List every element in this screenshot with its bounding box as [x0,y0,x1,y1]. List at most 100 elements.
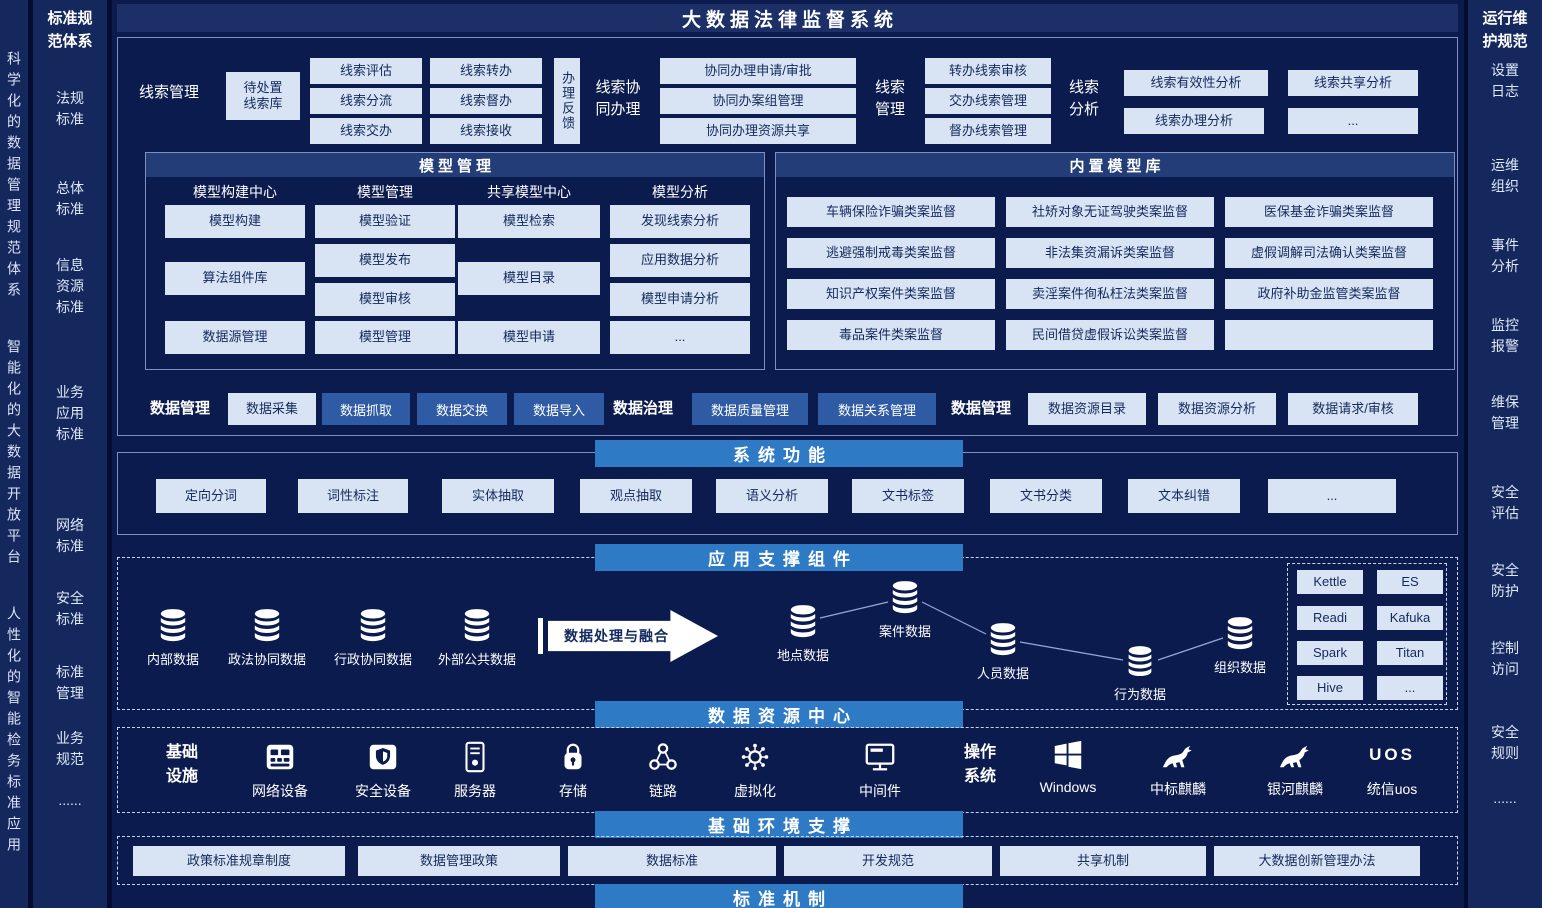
ops-rail-item: 控制访问 [1491,640,1519,677]
policy-item: 数据标准 [568,846,776,876]
kirin-icon [1158,738,1198,772]
clue-item: 交办线索管理 [925,88,1051,114]
model-item: 模型管理 [315,321,455,354]
model-lib-item: 医保基金诈骗类案监督 [1225,197,1433,227]
arrow-tail [538,618,543,654]
tool-item: Titan [1377,641,1443,665]
ops-rail-item: 监控报警 [1491,317,1519,354]
model-lib-item: 逃避强制戒毒类案监督 [787,238,995,268]
data-center-bar: 数据资源中心 [595,701,963,728]
tool-item: Spark [1297,641,1363,665]
clue-analysis-label: 线索分析 [1068,79,1099,118]
ops-rail-item: 安全防护 [1491,562,1519,599]
clue-item: 线索评估 [310,58,422,84]
model-item: 模型验证 [315,205,455,238]
infra-item: 网络设备 [246,740,314,801]
policy-item: 数据管理政策 [358,846,560,876]
standards-rail-item: 业务规范 [56,730,84,767]
top-section-frame [117,37,1458,436]
virtualization-icon [738,740,772,774]
os-item-label: 统信uos [1366,781,1418,797]
data-mgmt-label: 数据管理 [149,400,210,418]
sysfunc-item: ... [1268,479,1396,513]
model-item: 模型申请 [458,321,600,354]
security-device-icon [366,740,400,774]
database-icon [988,622,1018,656]
os-item: 银河麒麟 [1257,738,1333,799]
os-item: 中标麒麟 [1140,738,1216,799]
data-mgmt-item: 数据导入 [514,393,604,425]
source-db: 政法协同数据 [225,608,309,668]
clue-item: 协同办案组管理 [660,88,856,114]
model-item: ... [610,321,750,354]
tool-item: Kafuka [1377,606,1443,630]
standards-rail-item: 总体标准 [56,180,84,217]
target-db: 地点数据 [763,604,843,664]
ops-rail-title: 运行维护规范 [1482,10,1528,50]
database-icon [788,604,818,638]
db-label: 政法协同数据 [227,652,306,667]
database-icon [1225,616,1255,650]
mechanism-bar: 标准机制 [595,884,963,908]
db-connector-lines [819,601,1224,661]
storage-icon [556,740,590,774]
infra-item: 服务器 [443,740,507,801]
infra-item: 安全设备 [349,740,417,801]
database-icon [462,608,492,642]
data-mgmt2-label: 数据管理 [950,400,1011,418]
model-library-header: 内置模型库 [776,153,1454,177]
model-lib-item [1225,320,1433,350]
app-support-bar: 应用支撑组件 [595,544,963,571]
data-mgmt-item: 数据请求/审核 [1288,393,1418,425]
model-item: 模型审核 [315,283,455,316]
model-item: 模型申请分析 [610,283,750,316]
tool-item: Hive [1297,676,1363,700]
standards-rail-item: 安全标准 [56,590,84,627]
model-lib-item: 政府补助金监管类案监督 [1225,279,1433,309]
infra-item-label: 网络设备 [252,783,308,799]
db-label: 内部数据 [146,652,199,667]
model-item: 模型构建 [165,205,305,238]
standards-rail-item: 信息资源标准 [56,257,84,315]
model-lib-item: 虚假调解司法确认类案监督 [1225,238,1433,268]
clue-item: 线索交办 [310,118,422,144]
infra-item-label: 服务器 [454,783,496,799]
database-icon [1126,645,1154,677]
db-label: 地点数据 [776,648,829,663]
sysfunc-item: 语义分析 [716,479,828,513]
ops-rail-item: 维保管理 [1491,394,1519,431]
clue-item: 协同办理资源共享 [660,118,856,144]
model-item: 模型目录 [458,262,600,295]
infra-item-label: 中间件 [859,783,901,799]
clue-item: 线索有效性分析 [1124,70,1268,96]
sysfunc-item: 定向分词 [156,479,266,513]
model-item: 发现线索分析 [610,205,750,238]
clue-item: 线索转办 [430,58,542,84]
ops-rail-item: 设置日志 [1491,62,1519,99]
db-label: 组织数据 [1213,660,1266,675]
os-item-label: Windows [1039,779,1097,795]
ops-rail-item: 安全规则 [1491,724,1519,761]
database-icon [890,580,920,614]
source-db: 内部数据 [131,608,215,668]
ops-rail-item: ...... [1493,790,1517,806]
database-icon [252,608,282,642]
tool-item: Kettle [1297,570,1363,594]
data-mgmt-item: 数据质量管理 [692,393,808,425]
data-mgmt-item: 数据关系管理 [818,393,936,425]
db-label: 外部公共数据 [437,652,516,667]
db-label: 行政协同数据 [333,652,412,667]
os-item-label: 中标麒麟 [1150,781,1206,797]
source-db: 外部公共数据 [435,608,519,668]
standards-rail-item: ...... [58,792,82,808]
model-item: 数据源管理 [165,321,305,354]
clue-manage2-label: 线索管理 [874,79,905,118]
model-col-header: 共享模型中心 [487,184,571,200]
sysfunc-item: 词性标注 [298,479,408,513]
standards-rail-item: 法规标准 [56,90,84,127]
sysfunc-item: 文书标签 [852,479,964,513]
db-label: 人员数据 [976,666,1029,681]
env-support-bar: 基础环境支撑 [595,811,963,838]
sysfunc-item: 观点抽取 [580,479,692,513]
